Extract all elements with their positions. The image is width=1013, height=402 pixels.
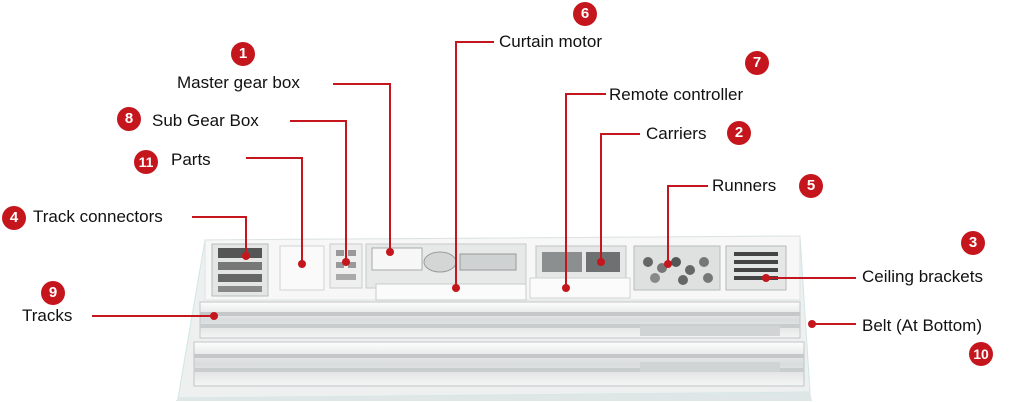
badge-8: 8 [117, 107, 141, 131]
badge-9: 9 [41, 281, 65, 305]
leader-lines [92, 41, 856, 325]
badge-3: 3 [961, 231, 985, 255]
badge-2: 2 [727, 121, 751, 145]
badge-1: 1 [231, 42, 255, 66]
label-sub-gear-box: Sub Gear Box [152, 111, 259, 130]
label-ceiling-brackets: Ceiling brackets [862, 267, 983, 286]
label-tracks: Tracks [22, 306, 73, 325]
leader-parts [246, 157, 303, 264]
ceiling-brackets-item [725, 245, 787, 291]
leader-master-gear-box [333, 83, 391, 252]
leader-curtain-motor [455, 41, 494, 288]
label-parts: Parts [171, 150, 211, 169]
badge-6: 6 [573, 2, 597, 26]
leader-sub-gear-box [290, 120, 347, 262]
label-master-gear-box: Master gear box [177, 73, 300, 92]
badge-4: 4 [2, 206, 26, 230]
label-runners: Runners [712, 176, 777, 195]
leader-carriers [600, 133, 640, 262]
badge-11: 11 [134, 150, 158, 174]
label-carriers: Carriers [646, 124, 707, 143]
leader-dots [210, 248, 816, 328]
label-remote-controller: Remote controller [609, 85, 744, 104]
leader-remote-controller [565, 93, 606, 288]
leader-runners [667, 185, 708, 264]
label-belt: Belt (At Bottom) [862, 316, 982, 335]
track-connectors-item [211, 243, 269, 297]
badge-10: 10 [969, 342, 993, 366]
badge-7: 7 [745, 51, 769, 75]
leader-track-connectors [192, 216, 247, 256]
label-track-connectors: Track connectors [33, 207, 163, 226]
badge-5: 5 [799, 174, 823, 198]
remote-controller-item [529, 245, 631, 299]
runners-item [633, 245, 721, 291]
label-curtain-motor: Curtain motor [499, 32, 602, 51]
tracks-item [193, 301, 805, 387]
